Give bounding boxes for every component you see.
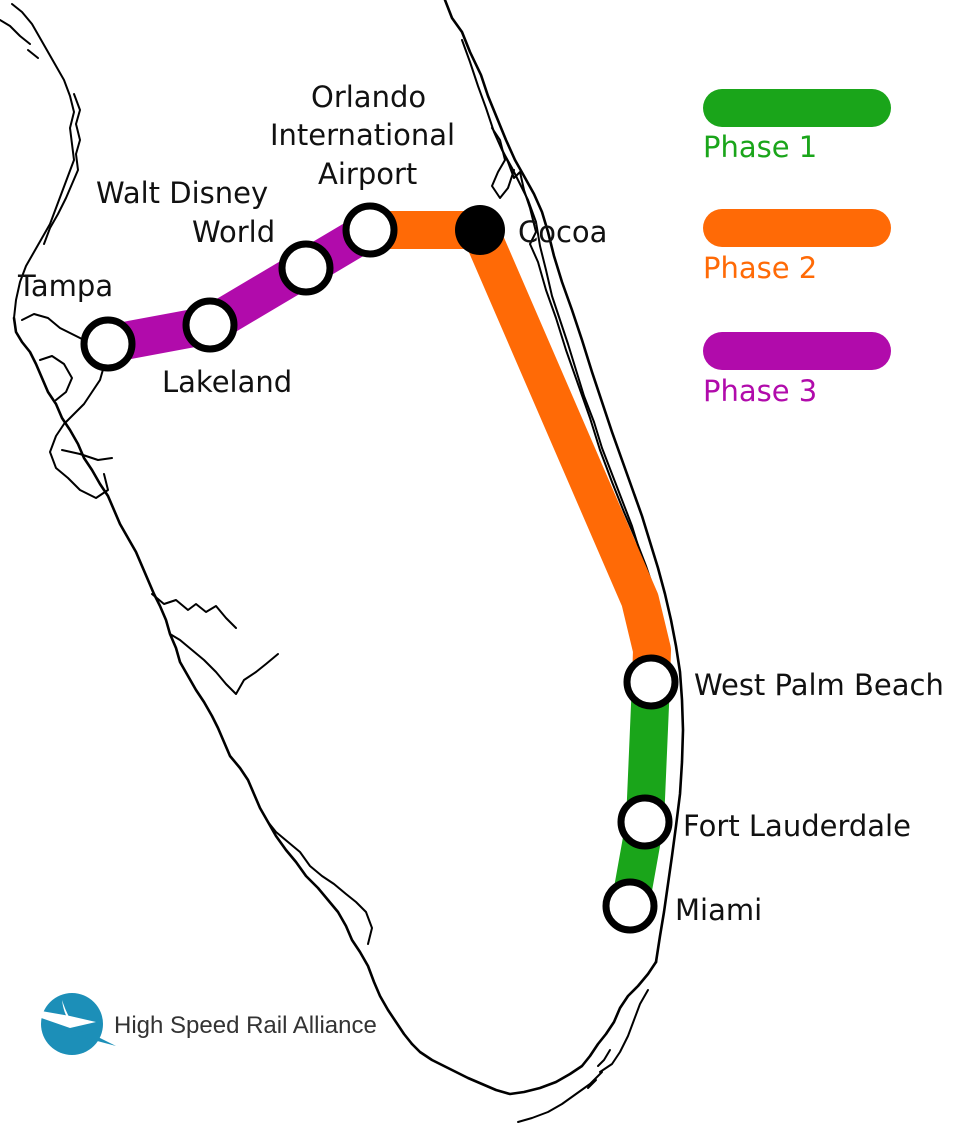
legend-label-phase-2: Phase 2 [703, 251, 817, 285]
station-cocoa[interactable] [455, 205, 505, 255]
legend-swatch-phase-1 [703, 89, 891, 127]
big-bend-coastline [11, 3, 75, 319]
label-cocoa: Cocoa [518, 215, 607, 249]
station-miami[interactable] [602, 878, 658, 934]
nw-corner-line [0, 19, 39, 59]
phase-2-route [370, 211, 671, 683]
label-miami: Miami [675, 893, 762, 927]
station-lakeland[interactable] [182, 297, 238, 353]
keys-small-line [587, 1049, 611, 1089]
legend: Phase 1 Phase 2 Phase 3 [703, 89, 891, 408]
legend-swatch-phase-2 [703, 209, 891, 247]
legend-label-phase-1: Phase 1 [703, 130, 817, 164]
station-walt-disney-world[interactable] [278, 240, 334, 296]
gulf-coastline [12, 316, 414, 1046]
legend-swatch-phase-3 [703, 332, 891, 370]
nw-detail-line [43, 93, 81, 245]
label-orlando-line3: Airport [318, 157, 417, 191]
label-orlando-line2: International [270, 118, 455, 152]
label-orlando-line1: Orlando [311, 80, 426, 114]
station-orlando-international-airport[interactable] [342, 202, 398, 258]
florida-coastline [0, 0, 685, 1123]
label-lakeland: Lakeland [162, 365, 292, 399]
cape-canaveral-line [491, 127, 515, 199]
atlantic-coastline [443, 0, 685, 964]
charlotte-harbor-line [151, 593, 279, 695]
label-tampa: Tampa [17, 269, 113, 303]
barrier-island-line [499, 144, 655, 591]
station-fort-lauderdale[interactable] [617, 794, 673, 850]
southern-coastline [410, 960, 658, 1096]
label-walt-disney-line1: Walt Disney [96, 176, 268, 210]
florida-bay-line [599, 989, 649, 1073]
tampa-bay-line [21, 313, 109, 499]
legend-label-phase-3: Phase 3 [703, 374, 817, 408]
label-west-palm-beach: West Palm Beach [694, 668, 944, 702]
branding: High Speed Rail Alliance [24, 993, 377, 1055]
high-speed-rail-alliance-logo-icon [24, 993, 116, 1055]
keys-line [517, 1071, 603, 1123]
stations [80, 202, 679, 934]
label-walt-disney-line2: World [192, 215, 275, 249]
station-tampa[interactable] [80, 316, 136, 372]
tampa-bay-inner-line [39, 355, 113, 461]
brand-name: High Speed Rail Alliance [114, 1012, 377, 1039]
station-labels: Tampa Lakeland Walt Disney World Orlando… [17, 80, 944, 927]
label-fort-lauderdale: Fort Lauderdale [683, 809, 911, 843]
ten-thousand-islands-line [267, 821, 373, 945]
phase-3-route [104, 213, 380, 363]
phase-1-route [611, 681, 670, 910]
station-west-palm-beach[interactable] [623, 654, 679, 710]
